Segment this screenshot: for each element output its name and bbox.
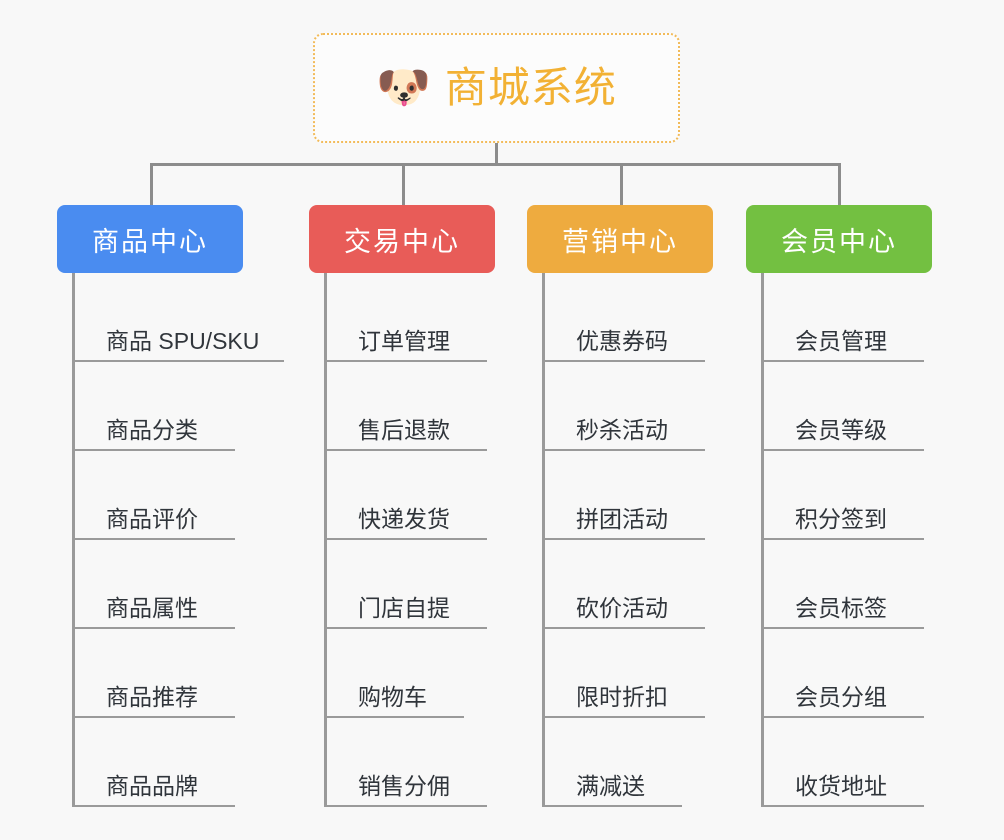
leaf-item-label: 会员等级 [795,417,887,443]
leaf-column-3: 优惠券码秒杀活动拼团活动砍价活动限时折扣满减送 [542,273,705,807]
leaf-item[interactable]: 优惠券码 [542,273,705,362]
leaf-item-label: 订单管理 [358,328,450,354]
leaf-item-underline [542,716,705,718]
leaf-column-4: 会员管理会员等级积分签到会员标签会员分组收货地址 [761,273,924,807]
leaf-item-underline [761,716,924,718]
leaf-item[interactable]: 商品评价 [72,451,259,540]
leaf-item-label: 商品品牌 [106,773,198,799]
leaf-item-underline [324,449,487,451]
leaf-item[interactable]: 积分签到 [761,451,924,540]
leaf-item-underline [542,360,705,362]
category-box-3[interactable]: 营销中心 [527,205,713,273]
leaf-item-label: 商品评价 [106,506,198,532]
leaf-item[interactable]: 门店自提 [324,540,487,629]
leaf-item-underline [324,360,487,362]
connector-horizontal-bus [150,163,840,166]
leaf-item[interactable]: 收货地址 [761,718,924,807]
category-box-label: 营销中心 [562,226,678,257]
leaf-item[interactable]: 购物车 [324,629,464,718]
leaf-item[interactable]: 快递发货 [324,451,487,540]
leaf-item-underline [72,627,235,629]
column-spine [761,273,764,807]
leaf-item-underline [542,627,705,629]
leaf-item[interactable]: 会员分组 [761,629,924,718]
root-node-shop-system[interactable]: 🐶 商城系统 [313,33,680,143]
leaf-item-underline [324,627,487,629]
connector-drop-2 [402,163,405,205]
leaf-column-2: 订单管理售后退款快递发货门店自提购物车销售分佣 [324,273,487,807]
leaf-item[interactable]: 商品推荐 [72,629,259,718]
leaf-item-underline [72,538,235,540]
leaf-item-underline [542,805,682,807]
leaf-item-underline [761,627,924,629]
connector-drop-3 [620,163,623,205]
leaf-item-label: 售后退款 [358,417,450,443]
leaf-item[interactable]: 满减送 [542,718,682,807]
leaf-item-label: 满减送 [576,773,645,799]
leaf-item[interactable]: 销售分佣 [324,718,487,807]
category-box-label: 会员中心 [781,226,897,257]
leaf-item-label: 会员管理 [795,328,887,354]
leaf-item-label: 砍价活动 [576,595,668,621]
leaf-item-label: 销售分佣 [358,773,450,799]
leaf-item-underline [324,805,487,807]
leaf-item-label: 商品分类 [106,417,198,443]
leaf-item-underline [761,449,924,451]
column-spine [542,273,545,807]
leaf-item-label: 秒杀活动 [576,417,668,443]
leaf-item-underline [761,538,924,540]
leaf-item[interactable]: 商品品牌 [72,718,259,807]
leaf-item-label: 限时折扣 [576,684,668,710]
leaf-item-underline [324,716,464,718]
category-box-4[interactable]: 会员中心 [746,205,932,273]
connector-root-trunk [495,143,498,165]
leaf-item-label: 优惠券码 [576,328,668,354]
leaf-item[interactable]: 商品属性 [72,540,259,629]
leaf-item[interactable]: 拼团活动 [542,451,705,540]
leaf-item-label: 商品推荐 [106,684,198,710]
leaf-item[interactable]: 订单管理 [324,273,487,362]
leaf-item[interactable]: 商品 SPU/SKU [72,273,284,362]
leaf-item-label: 商品属性 [106,595,198,621]
leaf-item-label: 会员标签 [795,595,887,621]
leaf-item[interactable]: 秒杀活动 [542,362,705,451]
category-box-label: 商品中心 [92,226,208,257]
leaf-item-label: 购物车 [358,684,427,710]
leaf-item[interactable]: 会员等级 [761,362,924,451]
leaf-item[interactable]: 砍价活动 [542,540,705,629]
column-spine [72,273,75,807]
leaf-item-label: 会员分组 [795,684,887,710]
leaf-item-underline [761,805,924,807]
leaf-item-underline [761,360,924,362]
column-spine [324,273,327,807]
leaf-item-label: 快递发货 [358,506,450,532]
leaf-item[interactable]: 限时折扣 [542,629,705,718]
root-node-title: 商城系统 [444,64,617,111]
leaf-item[interactable]: 售后退款 [324,362,487,451]
leaf-item-label: 收货地址 [795,773,887,799]
leaf-item-label: 门店自提 [358,595,450,621]
category-box-1[interactable]: 商品中心 [57,205,243,273]
leaf-item[interactable]: 商品分类 [72,362,259,451]
leaf-item-underline [324,538,487,540]
leaf-item[interactable]: 会员标签 [761,540,924,629]
leaf-item-underline [542,449,705,451]
connector-drop-4 [838,163,841,205]
leaf-item-label: 积分签到 [795,506,887,532]
leaf-item-underline [72,449,235,451]
category-box-2[interactable]: 交易中心 [309,205,495,273]
leaf-item-underline [72,805,235,807]
connector-drop-1 [150,163,153,205]
leaf-item[interactable]: 会员管理 [761,273,924,362]
leaf-item-underline [542,538,705,540]
category-box-label: 交易中心 [344,226,460,257]
leaf-column-1: 商品 SPU/SKU 商品分类商品评价商品属性商品推荐商品品牌 [72,273,284,807]
leaf-item-underline [72,360,284,362]
leaf-item-label: 拼团活动 [576,506,668,532]
leaf-item-label: 商品 SPU/SKU [106,328,260,354]
leaf-item-underline [72,716,235,718]
dog-face-icon: 🐶 [376,63,431,112]
